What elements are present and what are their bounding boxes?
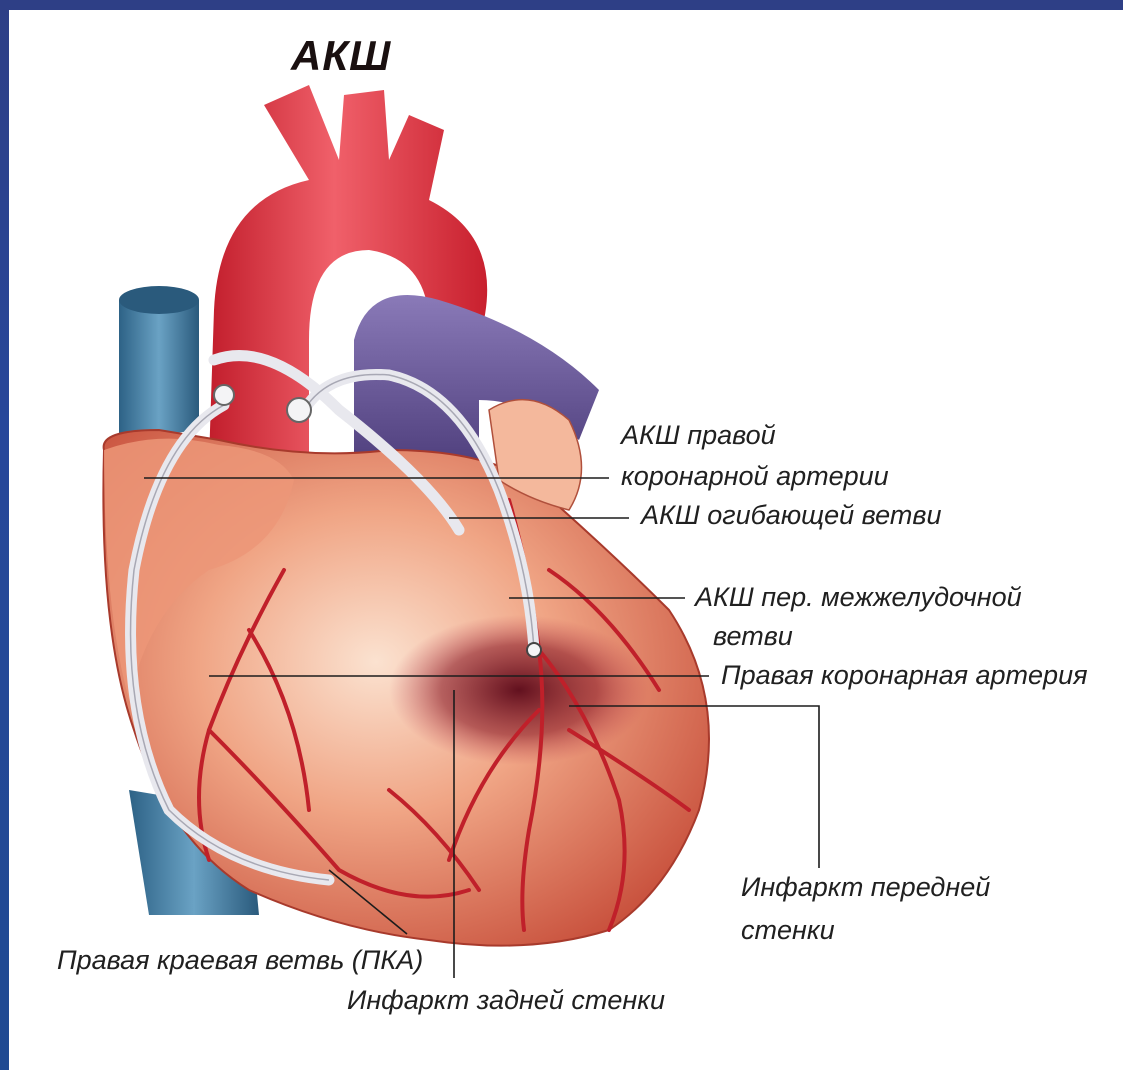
slide-canvas: АКШ АКШ правой коронарной артерии АКШ ог… (9, 10, 1123, 1070)
label-right-marginal: Правая краевая ветвь (ПКА) (57, 945, 423, 976)
label-rca-graft-line1: АКШ правой (621, 420, 889, 451)
label-rca-graft-line2: коронарной артерии (621, 461, 889, 492)
label-anterior-infarct: Инфаркт передней стенки (741, 872, 990, 946)
label-anterior-infarct-line2: стенки (741, 915, 990, 946)
infarct-zone (389, 615, 649, 765)
label-right-coronary: Правая коронарная артерия (721, 660, 1088, 691)
label-rca-graft: АКШ правой коронарной артерии (621, 420, 889, 492)
label-lad-graft-line2: ветви (713, 621, 1022, 652)
label-circumflex-graft: АКШ огибающей ветви (641, 500, 941, 531)
label-lad-graft: АКШ пер. межжелудочной ветви (695, 582, 1022, 652)
label-posterior-infarct: Инфаркт задней стенки (347, 985, 665, 1016)
label-anterior-infarct-line1: Инфаркт передней (741, 872, 990, 903)
page-title: АКШ (291, 32, 391, 80)
label-lad-graft-line1: АКШ пер. межжелудочной (695, 582, 1022, 613)
